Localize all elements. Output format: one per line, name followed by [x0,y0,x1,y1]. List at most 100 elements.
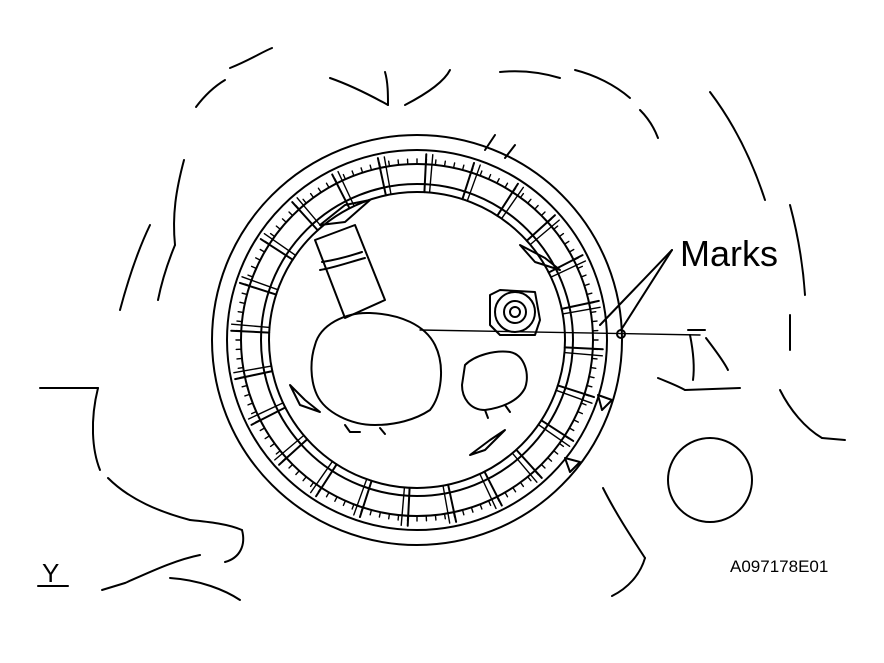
ring-tooth [580,402,587,406]
ring-tooth [461,164,465,171]
ring-tooth [342,500,347,507]
ring-rib [358,479,373,519]
ring-tooth [568,248,575,253]
ring-tooth [255,257,261,261]
ring-tooth [479,503,483,510]
ring-tooth [527,198,532,204]
ring-tooth [583,283,590,287]
ring-tooth [586,292,593,296]
marks-leader-lines [599,249,673,331]
ring-rib-edge [500,186,525,220]
ring-tooth [288,211,294,217]
ring-tooth [237,310,244,314]
ring-tooth [487,173,492,180]
ring-rib-edge [383,156,392,196]
marks-label: Marks [680,233,778,274]
ring-tooth [309,481,315,488]
ring-rib [525,214,556,242]
ring-tooth [244,393,251,397]
ring-rib-edge [529,219,560,246]
ring-rib [483,470,503,507]
ring-rib-edge [230,323,271,329]
ring-tooth [461,509,465,516]
ring-rib [447,483,458,523]
figure-code: A097178E01 [730,557,828,576]
ring-tooth [591,357,598,360]
ring-tooth [397,159,400,166]
ring-rib [250,406,287,426]
ring-tooth [591,320,598,323]
alignment-mark-triangle-2 [564,457,581,473]
ring-rib [376,157,387,197]
ring-tooth [553,225,559,230]
ring-rib [234,370,274,381]
retainer-ring-ribs [230,153,604,527]
ring-tooth [269,232,276,238]
ring-rib [547,254,584,274]
ring-tooth [325,182,330,189]
ring-tooth [247,402,254,406]
ring-tooth [250,410,257,415]
ring-tooth [239,301,246,305]
ring-rib [291,201,319,232]
tank-body-outline [39,47,846,601]
ring-tooth [443,513,447,520]
ring-rib-edge [442,484,451,524]
ring-rib-edge [296,197,323,228]
tank-hole [667,437,753,523]
ring-tooth [241,384,248,388]
alignment-mark-triangle [597,394,613,411]
ring-tooth [269,442,276,448]
ring-rib-edge [466,164,481,202]
ring-rib-edge [241,276,279,291]
ring-tooth [281,218,287,223]
ring-tooth [387,513,391,520]
ring-rib-edge [428,153,434,194]
ring-rib [540,419,575,442]
ring-tooth [351,503,355,510]
ring-tooth [590,366,597,370]
ring-tooth [378,511,382,518]
ring-tooth [479,170,483,177]
ring-tooth [504,491,509,498]
retainer-ring-teeth [235,158,599,522]
ring-tooth [558,442,565,448]
ring-rib [556,384,596,399]
ring-tooth [577,265,584,270]
ring-rib-edge [353,478,368,516]
ring-tooth [275,225,281,230]
ring-tooth [241,292,248,296]
ring-tooth [247,274,254,278]
ring-tooth [547,457,553,462]
ring-tooth [360,167,364,174]
ring-rib [331,173,351,210]
ring-rib-edge [247,402,284,420]
ring-tooth [470,506,474,513]
ring-tooth [452,162,456,169]
ring-tooth [558,232,565,238]
ring-rib [259,238,294,261]
ring-tooth [317,187,322,194]
ring-tooth [387,160,391,167]
ring-rib-edge [263,232,297,257]
pump-internals [310,224,701,435]
ring-tooth [351,170,355,177]
ring-rib-edge [233,365,273,374]
ring-tooth [302,198,307,204]
ring-rib [230,329,271,334]
ring-rib [278,438,309,466]
ring-rib [423,153,428,194]
locking-tabs [289,134,561,456]
ring-rib [563,346,604,351]
ring-rib [496,182,519,217]
ring-tooth [259,427,266,432]
ring-rib-edge [563,351,604,357]
ring-tooth [275,450,281,455]
retainer-ring [230,153,604,527]
ring-rib-edge [555,389,593,404]
ring-rib-edge [400,486,406,527]
ring-rib-edge [274,434,305,461]
ring-rib [315,463,338,498]
ring-tooth [504,182,509,189]
ring-tooth [586,384,593,388]
